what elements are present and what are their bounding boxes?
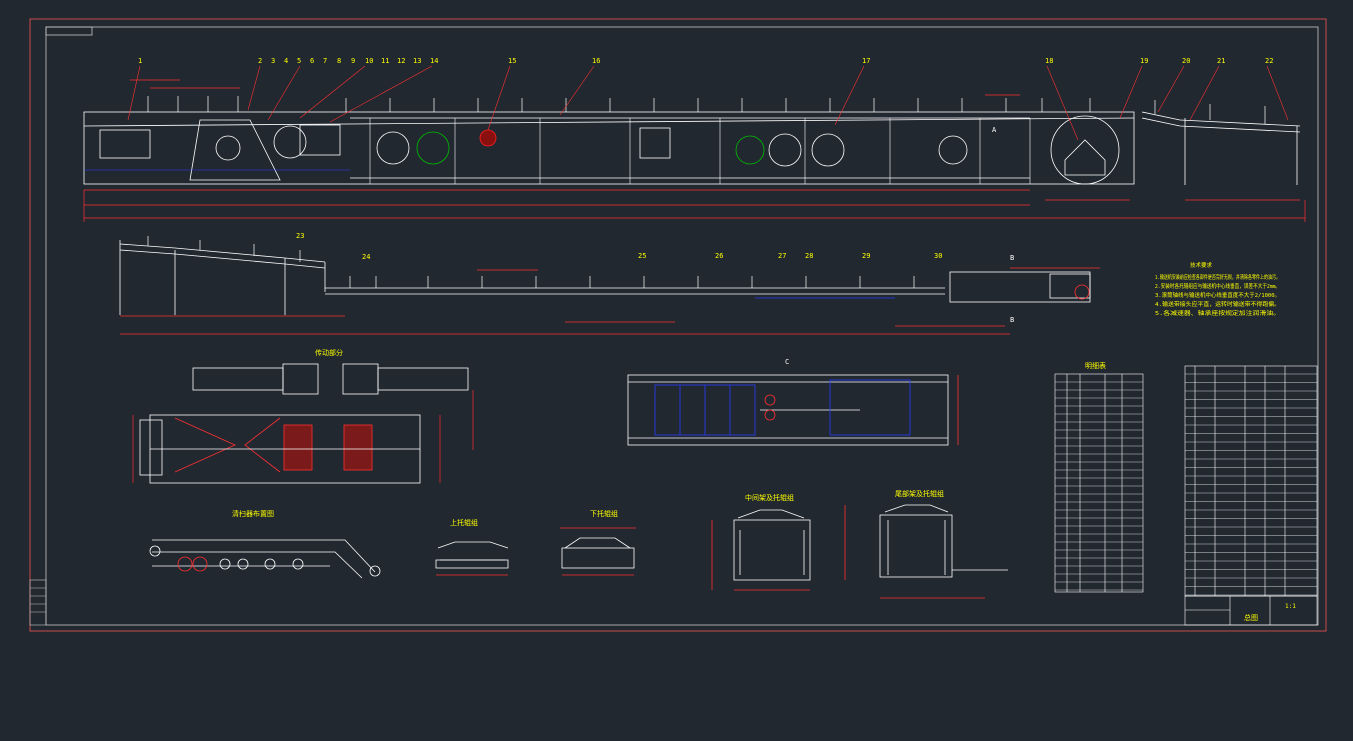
- section-mark-a: A: [992, 126, 997, 134]
- technical-notes-title: 技术要求: [1190, 261, 1213, 269]
- tail-frame-title: 尾部架及托辊组: [895, 489, 944, 498]
- callout-2: 2: [258, 57, 262, 65]
- section-view-c: [627, 374, 959, 446]
- callout-27: 27: [778, 252, 786, 260]
- parts-table-left: [1054, 373, 1144, 593]
- callout-5: 5: [297, 57, 301, 65]
- lower-idler-title: 下托辊组: [590, 509, 618, 518]
- callout-9: 9: [351, 57, 355, 65]
- parts-table-left-rows: [1055, 381, 1143, 591]
- callout-21: 21: [1217, 57, 1225, 65]
- parts-table-right-rows: [1185, 373, 1317, 596]
- tail-frame-detail: [844, 504, 1008, 599]
- callout-14: 14: [430, 57, 438, 65]
- main-elevation-view: [83, 79, 1306, 222]
- callout-13: 13: [413, 57, 421, 65]
- middle-frame-detail: [711, 509, 811, 591]
- callout-10: 10: [365, 57, 373, 65]
- technical-note-3: 3.滚筒轴线与输送机中心线垂直度不大于2/1000。: [1155, 291, 1280, 299]
- callout-16: 16: [592, 57, 600, 65]
- technical-note-1: 1.输送机安装前应检查各部件是否完好无损，并清除各零件上的油污。: [1155, 273, 1280, 281]
- cleaner-layout-title: 清扫器布置图: [232, 509, 274, 518]
- callout-24: 24: [362, 253, 370, 261]
- callout-18: 18: [1045, 57, 1053, 65]
- callouts-main: 1 2 3 4 5 6 7 8 9 10 11 12 13 14 15 16 1…: [138, 57, 1273, 65]
- upper-idler-title: 上托辊组: [450, 518, 478, 527]
- callout-11: 11: [381, 57, 389, 65]
- lower-idler-detail: [560, 527, 636, 576]
- section-mark-b-top: B: [1010, 254, 1014, 262]
- drawing-frame: [29, 18, 1327, 632]
- callout-28: 28: [805, 252, 813, 260]
- callout-22: 22: [1265, 57, 1273, 65]
- callout-26: 26: [715, 252, 723, 260]
- callout-20: 20: [1182, 57, 1190, 65]
- cleaner-layout-diagram: [149, 539, 381, 579]
- callout-17: 17: [862, 57, 870, 65]
- callout-25: 25: [638, 252, 646, 260]
- callout-30: 30: [934, 252, 942, 260]
- callout-23: 23: [296, 232, 304, 240]
- technical-note-5: 5.各减速器、轴承座按规定加注润滑油。: [1155, 309, 1280, 317]
- secondary-elevation-view: [119, 236, 1100, 335]
- callout-12: 12: [397, 57, 405, 65]
- callouts-secondary: 23 24 25 26 27 28 29 30: [296, 232, 942, 261]
- section-view-c-title: C: [785, 358, 789, 366]
- parts-table-title: 明细表: [1085, 361, 1106, 370]
- middle-frame-title: 中间架及托辊组: [745, 493, 794, 502]
- title-block-name: 总图: [1244, 613, 1258, 622]
- callout-3: 3: [271, 57, 275, 65]
- callout-19: 19: [1140, 57, 1148, 65]
- callout-29: 29: [862, 252, 870, 260]
- callout-leaders-main: [127, 65, 1289, 141]
- section-mark-b-bottom: B: [1010, 316, 1014, 324]
- technical-note-2: 2.安装时各托辊组应与输送机中心线垂直，误差不大于2mm。: [1155, 282, 1280, 290]
- callout-1: 1: [138, 57, 142, 65]
- callout-7: 7: [323, 57, 327, 65]
- callout-8: 8: [337, 57, 341, 65]
- drive-plan-view: [132, 363, 474, 484]
- title-block-sheet: 1:1: [1285, 603, 1296, 610]
- title-block: [1184, 595, 1318, 626]
- callout-6: 6: [310, 57, 314, 65]
- callout-4: 4: [284, 57, 288, 65]
- upper-idler-detail: [435, 541, 509, 576]
- technical-notes: 技术要求 1.输送机安装前应检查各部件是否完好无损，并清除各零件上的油污。 2.…: [1155, 261, 1280, 317]
- callout-15: 15: [508, 57, 516, 65]
- drive-plan-title: 传动部分: [315, 348, 343, 357]
- parts-table-right: [1184, 365, 1318, 597]
- technical-note-4: 4.输送带接头应平直，运转时输送带不得跑偏。: [1155, 300, 1280, 308]
